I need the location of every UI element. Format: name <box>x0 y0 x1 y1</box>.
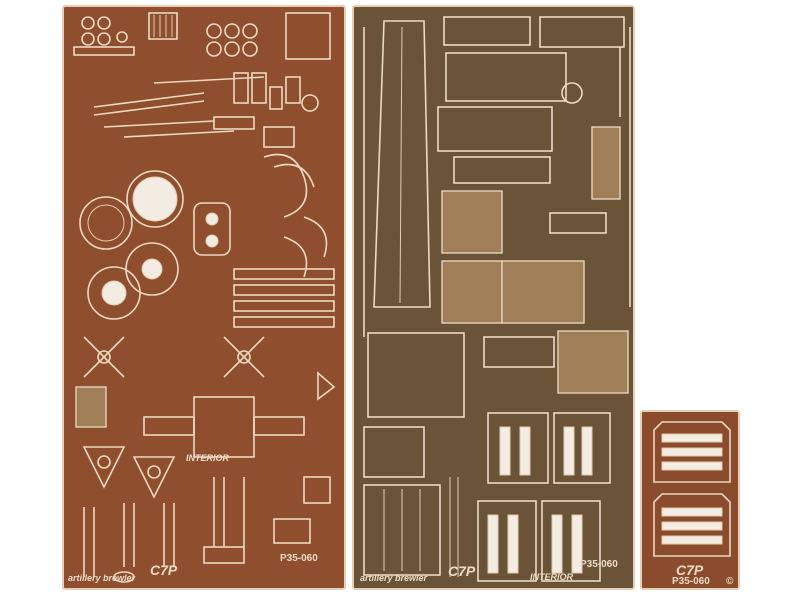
bottom-plates <box>113 476 331 583</box>
window-frame-lower <box>653 493 731 557</box>
h-bracket <box>143 396 305 458</box>
fret-a-parts <box>73 12 336 583</box>
rails-upper <box>93 76 265 138</box>
mesh-patch <box>75 386 107 428</box>
photo-etch-fret-a: artillery brewler C7P INTERIOR P35-060 <box>62 5 346 590</box>
grille-top <box>148 12 178 40</box>
fret-a-label-model: C7P <box>150 562 178 578</box>
fret-b-label-prefix: artillery brewler <box>360 573 428 583</box>
bar-strip <box>73 46 135 56</box>
fret-b-code: P35-060 <box>580 559 618 570</box>
floor-plate <box>363 477 459 577</box>
lower-panel-assembly <box>363 332 555 478</box>
photo-etch-fret-c: C7P P35-060 © <box>640 410 740 590</box>
fret-c-copyright: © <box>726 576 734 587</box>
long-tapered-panel <box>373 20 431 308</box>
small-parts-cluster <box>213 72 319 148</box>
lever-rods <box>83 477 245 577</box>
side-strips <box>363 27 631 337</box>
fret-a-label-prefix: artillery brewler <box>68 573 136 583</box>
window-frames <box>477 412 611 582</box>
perforated-grilles <box>441 126 629 394</box>
photo-etch-fret-b: artillery brewler C7P INTERIOR P35-060 <box>352 5 635 590</box>
central-fitting <box>193 202 231 256</box>
square-plate <box>285 12 331 60</box>
window-frame-upper <box>653 421 731 483</box>
fret-b-label-suffix: INTERIOR <box>530 572 574 582</box>
fret-a-label-suffix: INTERIOR <box>186 453 230 463</box>
washer-group-top-left <box>81 16 128 46</box>
top-panels <box>437 16 625 234</box>
fret-b-label-model: C7P <box>448 563 476 579</box>
fret-c-code: P35-060 <box>672 576 710 587</box>
fret-a-code: P35-060 <box>280 553 318 564</box>
triangle-plates <box>82 371 336 499</box>
washer-group-top-center <box>206 23 258 57</box>
fret-c-parts <box>653 421 731 557</box>
curved-hoses <box>263 153 328 278</box>
fret-b-parts <box>363 16 631 582</box>
ladder-frames <box>233 268 335 328</box>
cross-brackets <box>83 336 265 378</box>
disc-parts <box>79 170 184 320</box>
fret-c-label-model: C7P <box>676 562 704 578</box>
